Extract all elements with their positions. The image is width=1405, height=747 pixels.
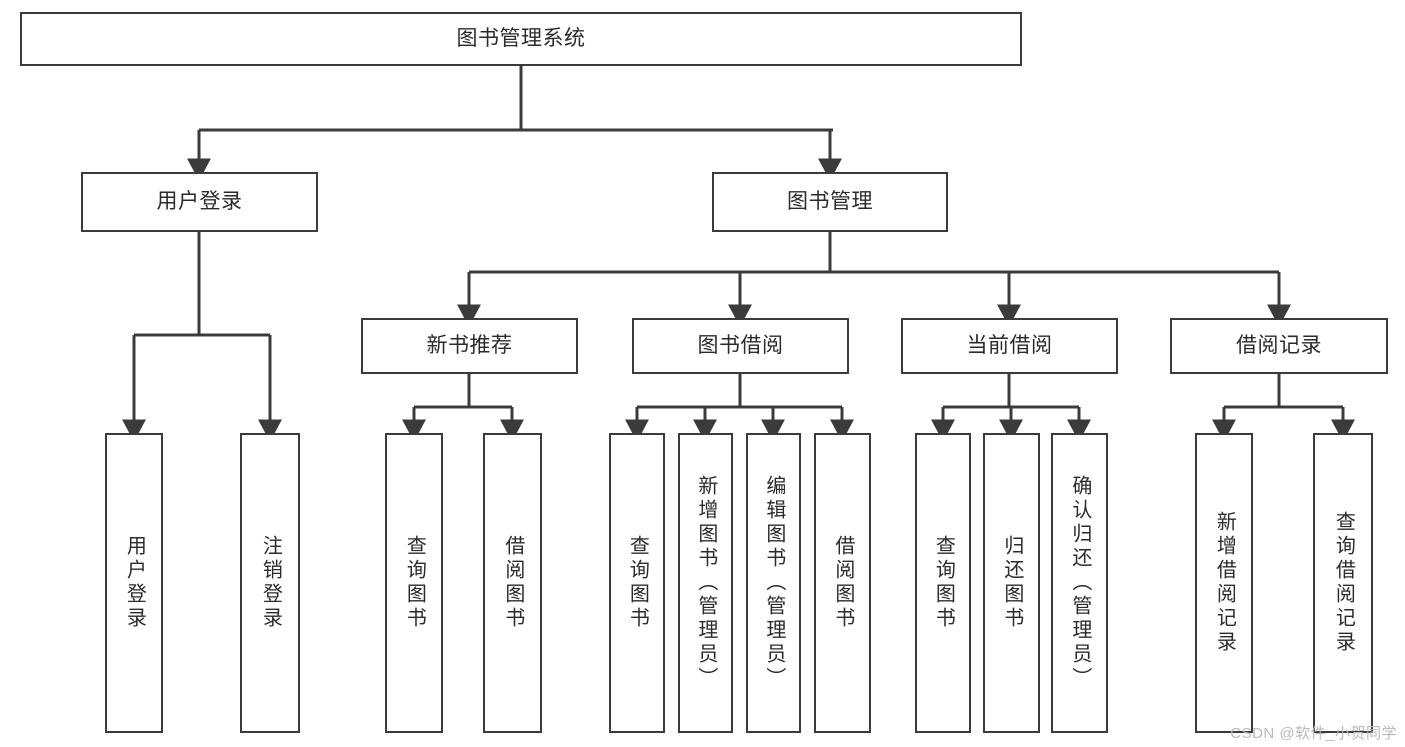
node-new-book-recommend-label: 新书推荐 — [426, 334, 513, 358]
node-current-borrow[interactable]: 当前借阅 — [901, 318, 1118, 374]
node-leaf-query-record[interactable]: 查询借阅记录 — [1313, 433, 1373, 733]
node-leaf-user-login-label: 用户登录 — [123, 535, 146, 631]
node-leaf-add-record-label: 新增借阅记录 — [1213, 511, 1236, 655]
node-new-book-recommend[interactable]: 新书推荐 — [361, 318, 578, 374]
node-leaf-query-book-1[interactable]: 查询图书 — [385, 433, 443, 733]
node-user-login[interactable]: 用户登录 — [81, 172, 318, 232]
node-leaf-query-book-1-label: 查询图书 — [403, 535, 426, 631]
node-leaf-logout-label: 注销登录 — [259, 535, 282, 631]
node-leaf-confirm-return[interactable]: 确认归还（管理员） — [1051, 433, 1108, 733]
node-book-manage-label: 图书管理 — [787, 190, 873, 214]
node-leaf-query-book-3[interactable]: 查询图书 — [915, 433, 971, 733]
node-leaf-query-book-2[interactable]: 查询图书 — [609, 433, 665, 733]
node-leaf-borrow-book-1[interactable]: 借阅图书 — [483, 433, 542, 733]
node-leaf-borrow-book-1-label: 借阅图书 — [501, 535, 524, 631]
watermark: CSDN @软件_小贺同学 — [1230, 725, 1397, 742]
node-leaf-user-login[interactable]: 用户登录 — [105, 433, 163, 733]
node-book-manage[interactable]: 图书管理 — [712, 172, 948, 232]
node-leaf-add-record[interactable]: 新增借阅记录 — [1195, 433, 1253, 733]
node-book-borrow-label: 图书借阅 — [697, 334, 784, 358]
node-root[interactable]: 图书管理系统 — [20, 12, 1022, 66]
node-leaf-borrow-book-2[interactable]: 借阅图书 — [814, 433, 871, 733]
node-borrow-record[interactable]: 借阅记录 — [1170, 318, 1388, 374]
node-root-label: 图书管理系统 — [456, 27, 586, 51]
node-leaf-query-book-3-label: 查询图书 — [932, 535, 955, 631]
node-leaf-query-record-label: 查询借阅记录 — [1332, 511, 1355, 655]
node-leaf-confirm-return-label: 确认归还（管理员） — [1068, 475, 1091, 691]
node-book-borrow[interactable]: 图书借阅 — [632, 318, 849, 374]
node-leaf-add-book-label: 新增图书（管理员） — [694, 475, 717, 691]
node-leaf-borrow-book-2-label: 借阅图书 — [831, 535, 854, 631]
node-leaf-return-book-label: 归还图书 — [1000, 535, 1023, 631]
node-leaf-edit-book[interactable]: 编辑图书（管理员） — [746, 433, 801, 733]
node-leaf-edit-book-label: 编辑图书（管理员） — [762, 475, 785, 691]
node-leaf-query-book-2-label: 查询图书 — [626, 535, 649, 631]
node-leaf-add-book[interactable]: 新增图书（管理员） — [678, 433, 733, 733]
node-user-login-label: 用户登录 — [156, 190, 243, 214]
node-current-borrow-label: 当前借阅 — [966, 334, 1053, 358]
node-leaf-return-book[interactable]: 归还图书 — [983, 433, 1040, 733]
node-borrow-record-label: 借阅记录 — [1236, 334, 1322, 358]
node-leaf-logout[interactable]: 注销登录 — [240, 433, 300, 733]
